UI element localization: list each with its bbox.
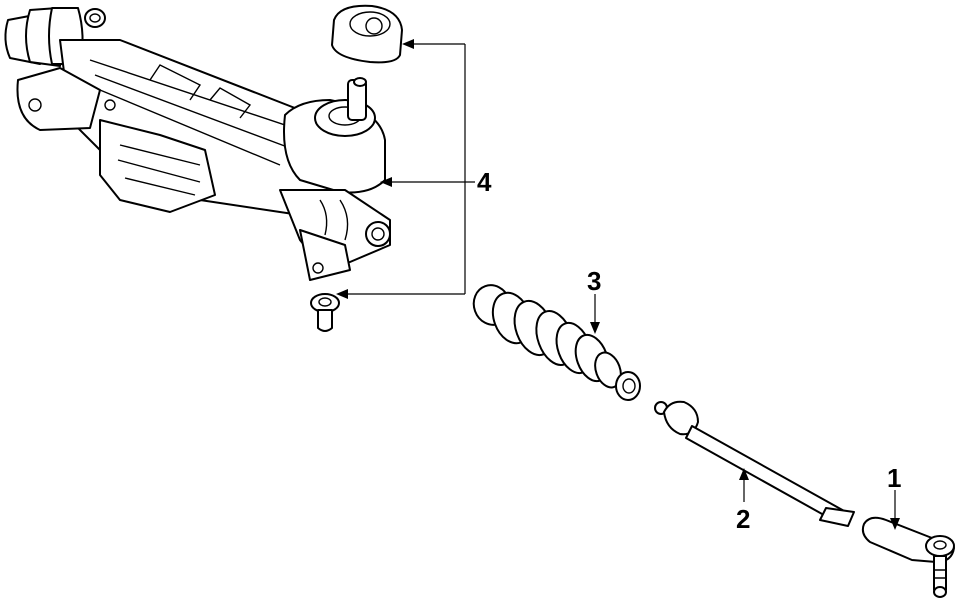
callout-1-leader bbox=[890, 490, 900, 530]
outer-tie-rod-end bbox=[861, 516, 955, 598]
callout-1: 1 bbox=[887, 463, 901, 493]
callout-4: 4 bbox=[477, 167, 492, 197]
callout-2: 2 bbox=[736, 504, 750, 534]
mounting-bolt bbox=[310, 293, 340, 332]
callout-3-leader bbox=[590, 294, 600, 334]
rack-right-end bbox=[279, 189, 391, 281]
callout-3: 3 bbox=[587, 266, 601, 296]
rack-housing bbox=[16, 39, 341, 216]
rack-left-boot bbox=[4, 7, 106, 67]
rack-boot bbox=[472, 284, 641, 401]
rack-mount-insulator bbox=[331, 4, 403, 64]
steering-gear-assembly bbox=[4, 7, 391, 281]
callout-4-leaders bbox=[336, 39, 475, 299]
pinion-housing bbox=[283, 77, 386, 194]
callout-2-leader bbox=[739, 468, 749, 502]
inner-tie-rod bbox=[654, 400, 855, 527]
